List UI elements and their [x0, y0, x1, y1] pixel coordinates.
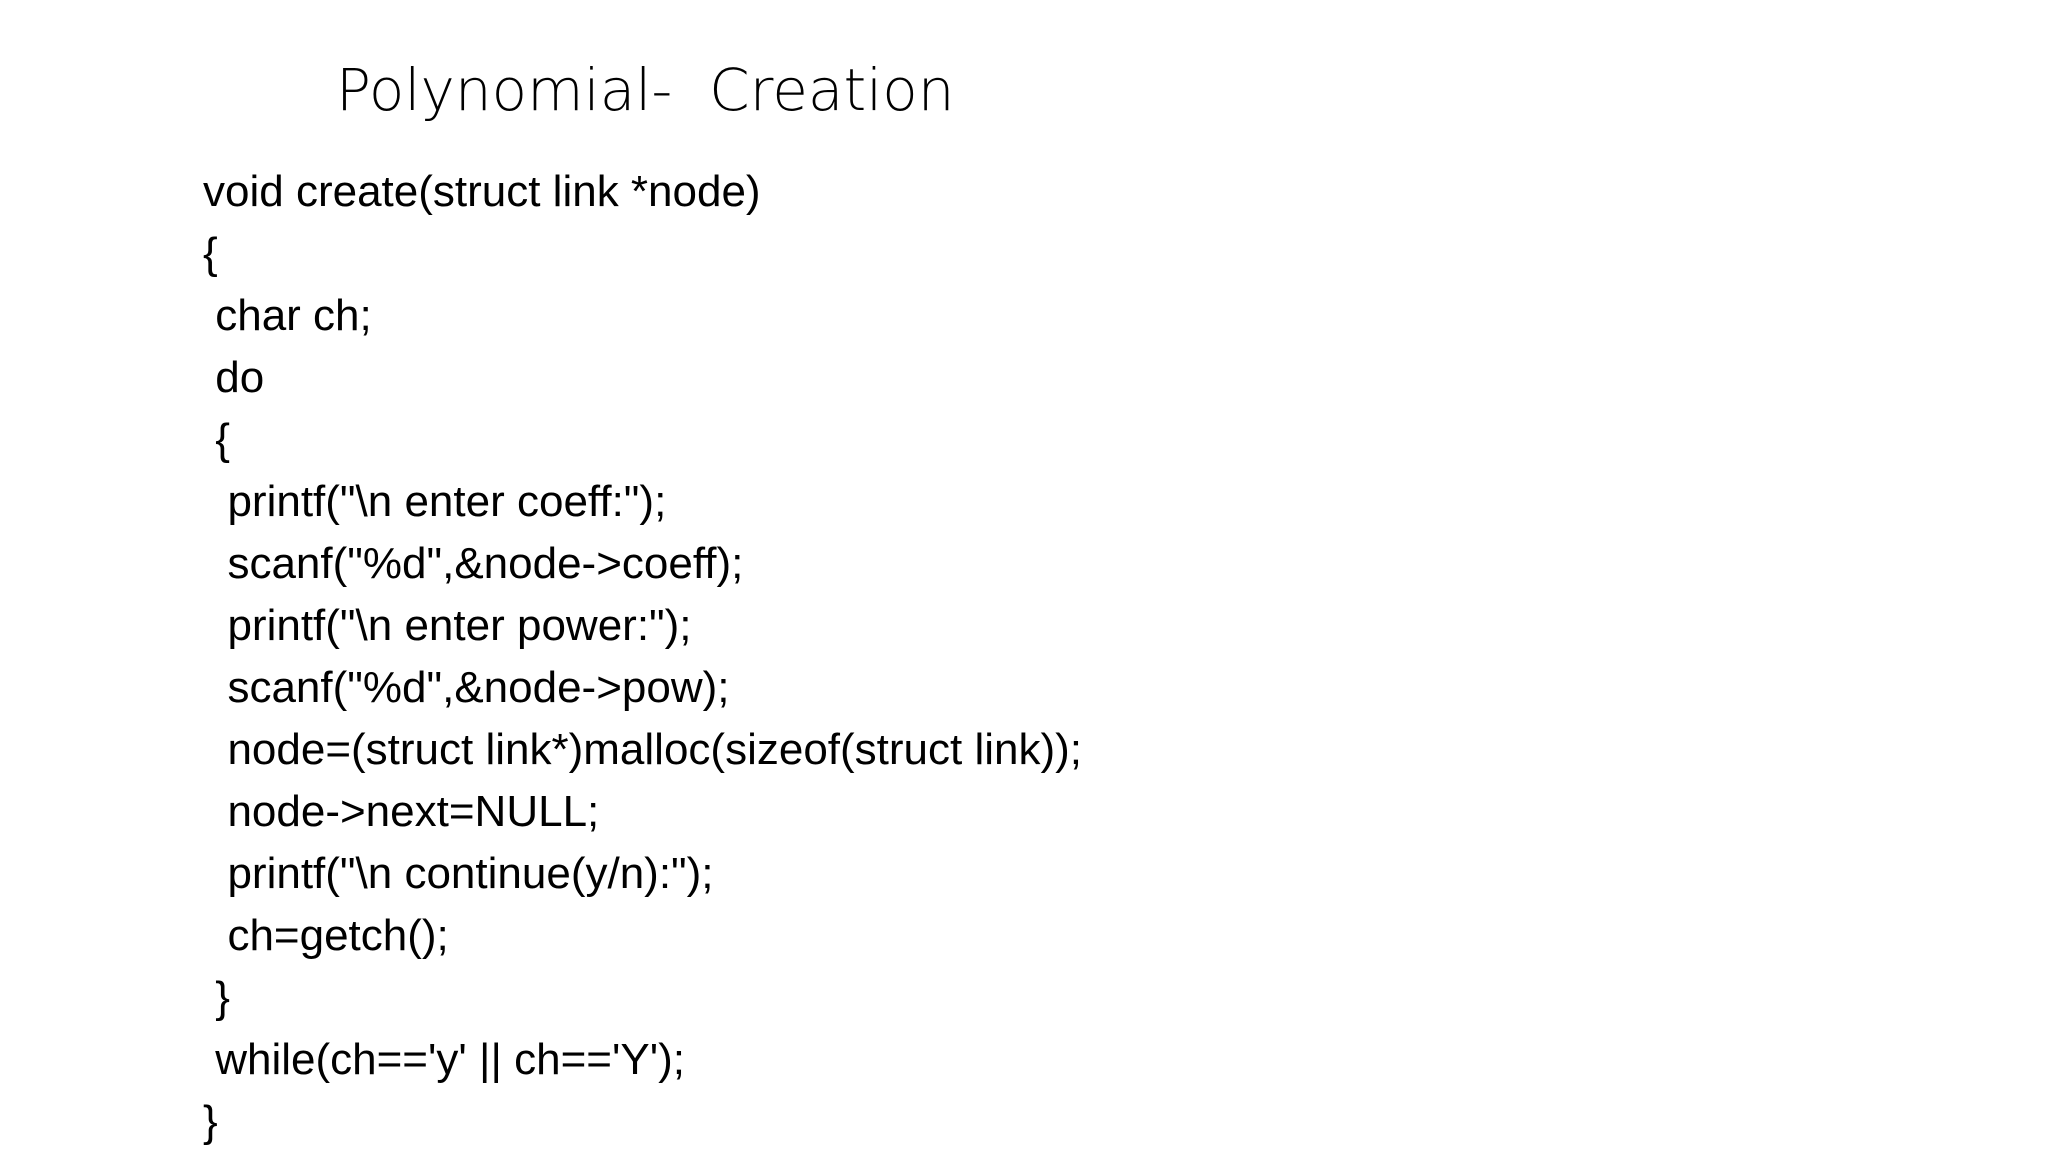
code-line: scanf("%d",&node->coeff); [203, 539, 744, 588]
code-line: node->next=NULL; [203, 787, 600, 836]
code-line: } [203, 1097, 218, 1146]
code-line: void create(struct link *node) [203, 167, 761, 216]
code-line: ch=getch(); [203, 911, 449, 960]
code-block: void create(struct link *node) { char ch… [203, 161, 1082, 1153]
slide-title: Polynomial- Creation [336, 56, 955, 124]
code-line: node=(struct link*)malloc(sizeof(struct … [203, 725, 1083, 774]
code-line: do [203, 353, 265, 402]
code-line: while(ch=='y' || ch=='Y'); [203, 1035, 686, 1084]
code-line: scanf("%d",&node->pow); [203, 663, 730, 712]
code-line: { [203, 415, 230, 464]
code-line: } [203, 973, 230, 1022]
code-line: printf("\n enter coeff:"); [203, 477, 667, 526]
code-line: printf("\n continue(y/n):"); [203, 849, 714, 898]
code-line: { [203, 229, 218, 278]
code-line: char ch; [203, 291, 372, 340]
code-line: printf("\n enter power:"); [203, 601, 692, 650]
